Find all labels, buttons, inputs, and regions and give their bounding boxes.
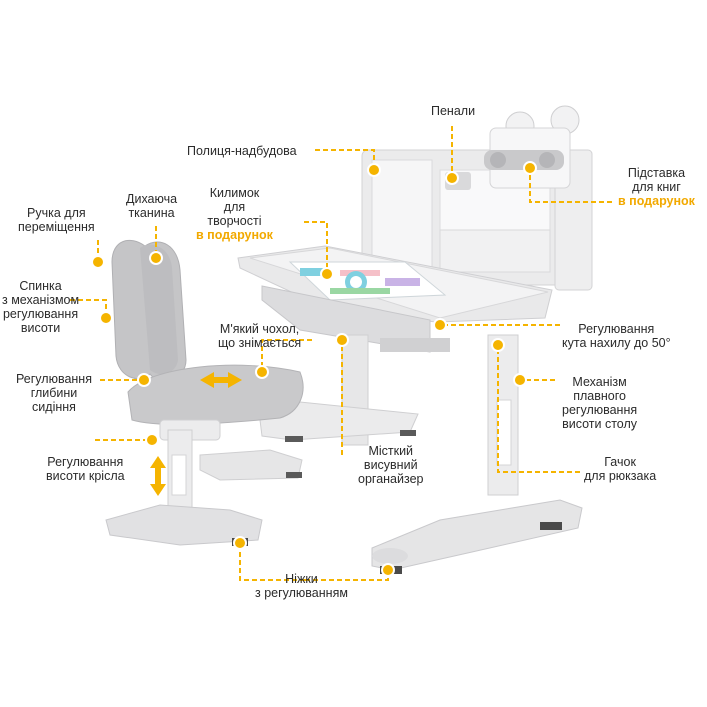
pencil-case-label: Пенали (431, 104, 476, 118)
adjustment-arrows (150, 372, 242, 496)
callout-lines (70, 126, 612, 581)
chair (105, 239, 304, 546)
soft-cover-label: М'який чохол,що знімається (218, 322, 302, 350)
shelf-label: Полиця-надбудова (187, 144, 297, 158)
callout-dots (91, 161, 537, 577)
desk (237, 105, 593, 574)
